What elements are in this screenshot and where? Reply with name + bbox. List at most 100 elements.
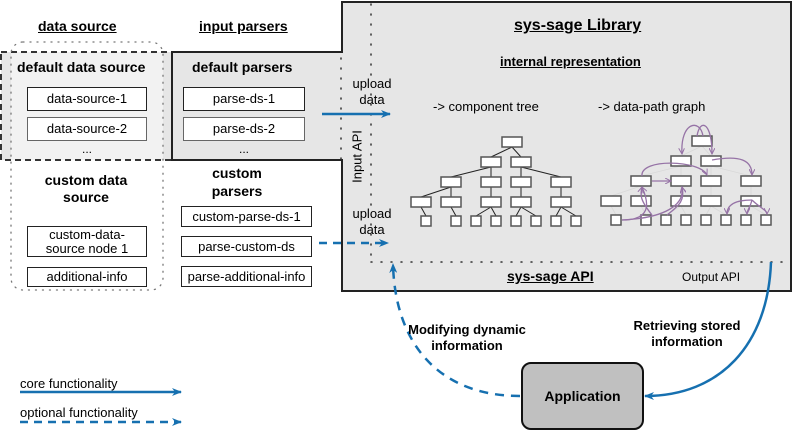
tree-edge [511,146,522,158]
upload-data-label-1b: data [359,92,385,107]
tree-edge [680,205,687,216]
upload-data-label-2a: upload [346,206,398,221]
tree-node [440,196,462,208]
data-source-1-node: data-source-1 [27,87,147,111]
tree-node [600,195,622,207]
upload-data-label-2b: data [359,222,385,237]
tree-edge [450,206,457,217]
tree-node [691,135,713,147]
tree-edge [490,206,497,217]
tree-edge [610,185,642,197]
tree-node [450,215,462,227]
tree-edge [420,186,452,198]
parse-ds-1-node: parse-ds-1 [183,87,305,111]
tree-node [550,196,572,208]
data-path-edge [696,124,712,154]
data-source-2-node: data-source-2 [27,117,147,141]
tree-node [510,176,532,188]
data-path-edge [711,157,752,175]
internal-representation-label: internal representation [500,54,641,69]
tree-edge [520,166,562,178]
tree-node [550,176,572,188]
tree-node [700,214,712,226]
modifying-dynamic-info-arrow [389,263,521,398]
tree-edge [475,206,492,217]
sys-sage-api-label: sys-sage API [507,268,594,284]
default-data-source-title: default data source [17,59,146,75]
legend-optional-label: optional functionality [20,405,138,420]
tree-node [530,215,542,227]
retrieving-label-1: Retrieving stored [633,318,741,333]
custom-parsers-title-1: custom [212,165,262,181]
data-path-edge [641,162,707,177]
data-path-edge [747,199,753,214]
tree-node [700,155,722,167]
component-tree [410,136,582,227]
custom-data-source-node-1: custom-data-source node 1 [27,226,147,257]
data-source-group-outline [10,41,164,291]
component-tree-label: -> component tree [433,99,539,114]
library-title: sys-sage Library [514,17,642,34]
tree-node [501,136,523,148]
tree-node [550,215,562,227]
tree-node [670,155,692,167]
legend-core-label: core functionality [20,376,118,391]
tree-edge [420,206,427,217]
tree-node [480,156,502,168]
tree-edge [450,166,492,178]
default-parsers-title: default parsers [192,59,293,75]
input-api-label: Input API [349,130,365,183]
data-path-edge [666,187,683,216]
tree-node [610,214,622,226]
data-path-graph-label: -> data-path graph [598,99,706,114]
parse-custom-ds-node: parse-custom-ds [181,236,312,257]
data-source-header: data source [38,18,117,34]
custom-parsers-title-2: parsers [211,183,263,199]
tree-node [490,215,502,227]
modifying-label-1: Modifying dynamic [408,322,526,337]
tree-node [480,196,502,208]
custom-parse-ds-1-node: custom-parse-ds-1 [181,206,312,227]
application-node: Application [521,362,644,430]
tree-node [740,175,762,187]
tree-edge [520,206,537,217]
data-path-edge [727,199,753,214]
tree-node [700,195,722,207]
data-path-edge [751,199,767,214]
tree-node [510,156,532,168]
tree-edge [560,206,577,217]
tree-node [720,214,732,226]
output-api-label: Output API [682,270,741,284]
tree-node [510,215,522,227]
retrieving-stored-info-arrow [644,261,773,400]
tree-node [640,214,652,226]
tree-node [440,176,462,188]
parsers-ellipsis: ... [238,142,249,156]
tree-node [410,196,432,208]
tree-edge [705,205,712,216]
tree-node [660,214,672,226]
tree-node [670,175,692,187]
tree-edge [610,205,617,216]
application-label: Application [544,388,621,404]
custom-data-source-title-2: source [63,189,109,205]
data-path-edge [641,187,653,216]
tree-node [510,196,532,208]
tree-edge [710,205,727,216]
tree-node [760,214,772,226]
tree-edge [640,165,682,177]
custom-data-source-title-1: custom data [44,172,128,188]
tree-node [680,214,692,226]
tree-edge [750,205,767,216]
tree-edge [555,206,562,217]
tree-node [740,214,752,226]
tree-node [700,175,722,187]
tree-node [470,215,482,227]
tree-node [570,215,582,227]
tree-node [480,176,502,188]
parse-ds-2-node: parse-ds-2 [183,117,305,141]
tree-node [420,215,432,227]
tree-edge [515,206,522,217]
modifying-label-2: information [431,338,503,353]
parse-additional-info-node: parse-additional-info [181,266,312,287]
